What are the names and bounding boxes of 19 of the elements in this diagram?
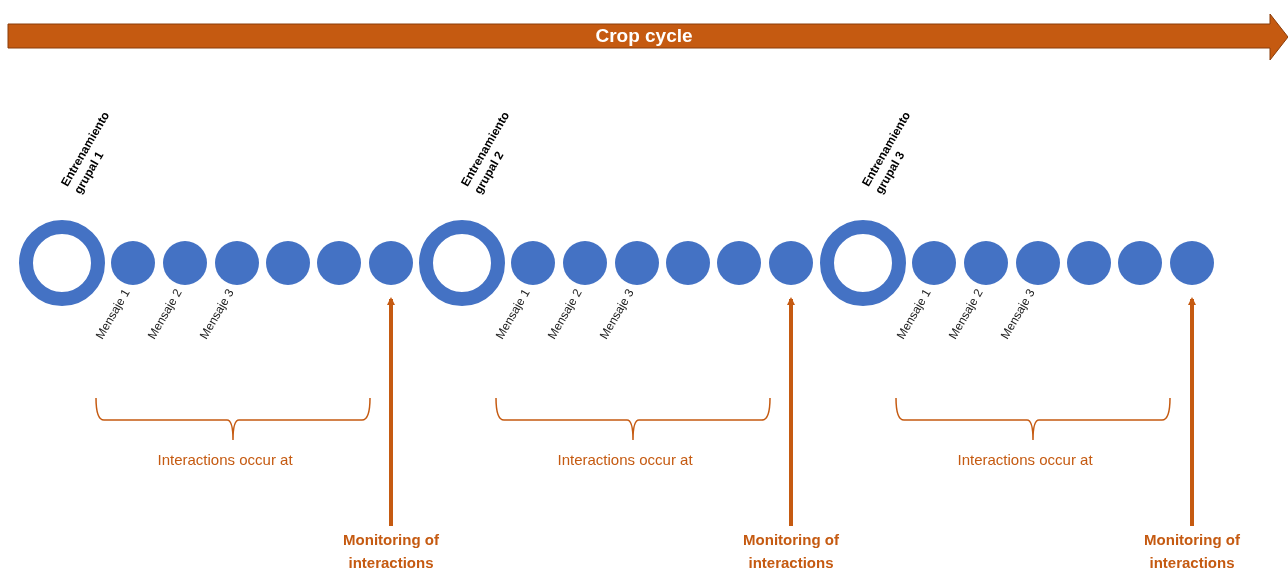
brace-label: Interactions occur at <box>957 451 1093 468</box>
circle-marker <box>1118 241 1162 285</box>
arrow <box>1188 297 1196 526</box>
annotation-text: Monitoring of interactions <box>721 528 861 571</box>
circle-marker <box>266 241 310 285</box>
circle-marker <box>769 241 813 285</box>
brace-label: Interactions occur at <box>557 451 693 468</box>
circle-marker <box>1170 241 1214 285</box>
annotation-text: Monitoring of interactions <box>1122 528 1262 571</box>
arrow <box>787 297 795 526</box>
title: Crop cycle <box>595 25 693 46</box>
brace-label: Interactions occur at <box>157 451 293 468</box>
circle-marker <box>666 241 710 285</box>
circle-marker <box>369 241 413 285</box>
circle-marker <box>317 241 361 285</box>
circle-marker <box>1067 241 1111 285</box>
circle-marker <box>717 241 761 285</box>
arrow <box>387 297 395 526</box>
annotation-text: Monitoring of interactions <box>321 528 461 571</box>
